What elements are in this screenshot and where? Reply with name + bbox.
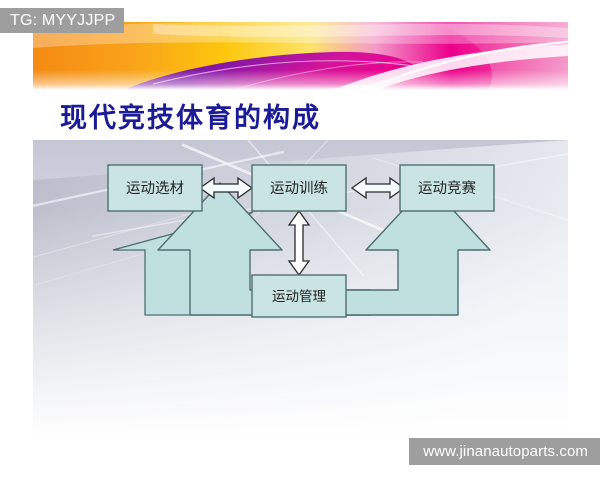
double-arrow-training-competition [350,176,406,200]
slide-title: 现代竞技体育的构成 [60,103,321,133]
node-label-training: 运动训练 [270,180,328,197]
double-arrow-training-management [287,209,311,277]
node-competition: 运动竞赛 [399,164,495,212]
node-label-competition: 运动竞赛 [418,179,476,197]
decorative-banner [33,22,568,90]
node-selection: 运动选材 [107,164,203,212]
node-management: 运动管理 [251,274,347,318]
node-label-selection: 运动选材 [126,180,184,197]
node-label-management: 运动管理 [272,289,326,305]
watermark-top: TG: MYYJJPP [0,8,125,33]
watermark-bottom: www.jinanautoparts.com [409,438,600,465]
flow-diagram: 运动选材 运动训练 运动竞赛 运动管理 [90,155,520,335]
node-training: 运动训练 [251,164,347,212]
